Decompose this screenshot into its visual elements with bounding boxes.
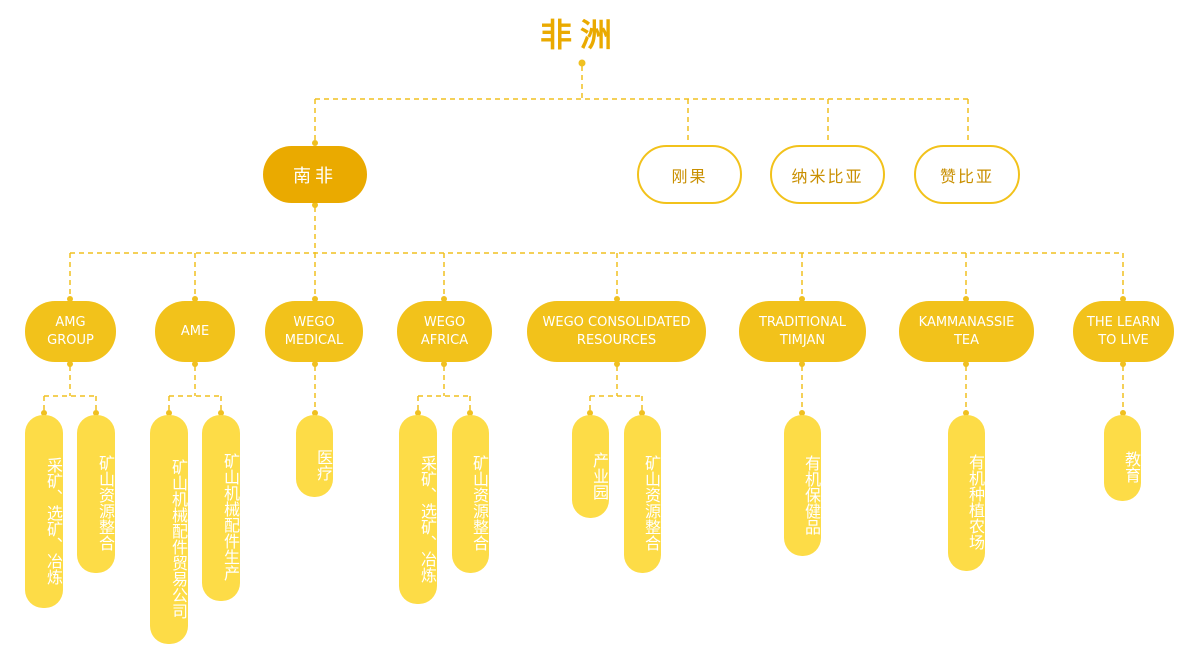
node-the-learn-to-live[interactable]: THE LEARN TO LIVE: [1073, 301, 1174, 362]
connector-dot: [963, 296, 969, 302]
connector-dot: [587, 410, 593, 416]
connector-dot: [312, 202, 318, 208]
leaf-ame-parts-trading[interactable]: 矿山机械配件贸易公司: [150, 415, 188, 644]
connector-dot: [1120, 296, 1126, 302]
leaf-organic-farm[interactable]: 有机种植农场: [948, 415, 985, 571]
connector-dot: [614, 361, 620, 367]
node-south-africa[interactable]: 南非: [263, 146, 367, 203]
connector-dot: [578, 59, 586, 67]
node-kammanassie-tea[interactable]: KAMMANASSIE TEA: [899, 301, 1034, 362]
connector-dot: [67, 296, 73, 302]
connector-dot: [1120, 361, 1126, 367]
connector-dot: [93, 410, 99, 416]
connector-dot: [41, 410, 47, 416]
leaf-wego-africa-resource-integration[interactable]: 矿山资源整合: [452, 415, 489, 573]
node-ame[interactable]: AME: [155, 301, 235, 362]
connector-dot: [963, 361, 969, 367]
leaf-amg-mining-smelting[interactable]: 采矿、选矿、冶炼: [25, 415, 63, 608]
node-wego-medical[interactable]: WEGO MEDICAL: [265, 301, 363, 362]
node-wego-consolidated-resources[interactable]: WEGO CONSOLIDATED RESOURCES: [527, 301, 706, 362]
connector-dot: [963, 410, 969, 416]
connector-dot: [441, 361, 447, 367]
connector-dot: [312, 361, 318, 367]
node-wego-africa[interactable]: WEGO AFRICA: [397, 301, 492, 362]
leaf-amg-resource-integration[interactable]: 矿山资源整合: [77, 415, 115, 573]
connector-dot: [67, 361, 73, 367]
node-amg-group[interactable]: AMG GROUP: [25, 301, 116, 362]
node-congo[interactable]: 刚果: [637, 145, 742, 204]
node-traditional-timjan[interactable]: TRADITIONAL TIMJAN: [739, 301, 866, 362]
connector-dot: [415, 410, 421, 416]
leaf-wego-africa-mining-smelting[interactable]: 采矿、选矿、冶炼: [399, 415, 437, 604]
connector-dot: [312, 410, 318, 416]
connector-dot: [614, 296, 620, 302]
leaf-consolidated-resource-integration[interactable]: 矿山资源整合: [624, 415, 661, 573]
connector-dot: [312, 296, 318, 302]
leaf-organic-health-products[interactable]: 有机保健品: [784, 415, 821, 556]
connector-dot: [467, 410, 473, 416]
leaf-industrial-park[interactable]: 产业园: [572, 415, 609, 518]
connector-dot: [166, 410, 172, 416]
connector-dot: [639, 410, 645, 416]
connector-dot: [799, 361, 805, 367]
connector-dot: [312, 140, 318, 146]
connector-dot: [192, 361, 198, 367]
connector-dot: [441, 296, 447, 302]
connector-dot: [799, 296, 805, 302]
node-namibia[interactable]: 纳米比亚: [770, 145, 885, 204]
leaf-education[interactable]: 教育: [1104, 415, 1141, 501]
connector-dot: [218, 410, 224, 416]
connector-dot: [799, 410, 805, 416]
connector-dot: [1120, 410, 1126, 416]
diagram-title: 非洲: [539, 16, 620, 54]
connector-dot: [192, 296, 198, 302]
leaf-wego-medical[interactable]: 医疗: [296, 415, 333, 497]
node-zambia[interactable]: 赞比亚: [914, 145, 1020, 204]
leaf-ame-parts-production[interactable]: 矿山机械配件生产: [202, 415, 240, 601]
